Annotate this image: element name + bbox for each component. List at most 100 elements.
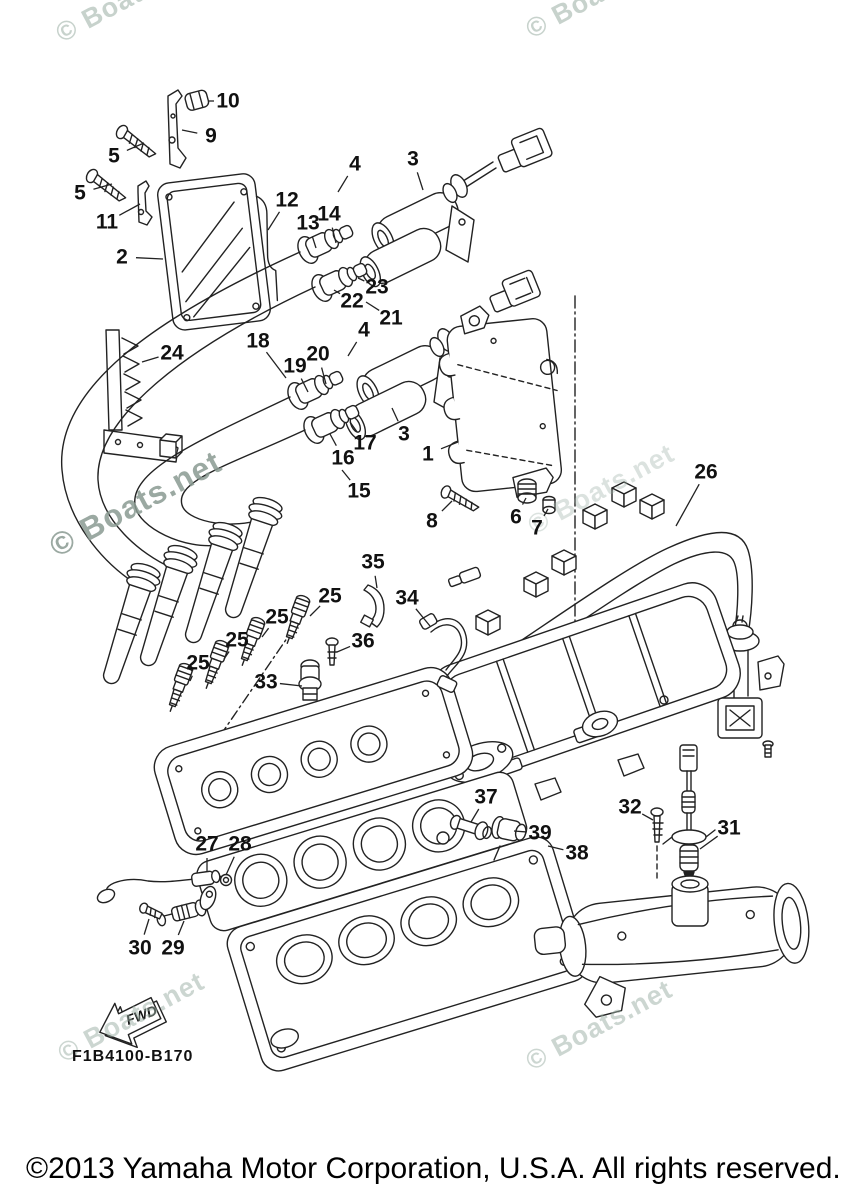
callout-leader-32 bbox=[641, 813, 654, 821]
callout-leader-39 bbox=[513, 830, 527, 833]
screw-32 bbox=[651, 808, 663, 882]
callout-leader-9 bbox=[181, 129, 198, 134]
ecu-cover bbox=[156, 171, 281, 331]
ignition-coil-top bbox=[356, 187, 474, 290]
callout-37: 37 bbox=[474, 786, 497, 809]
callout-34: 34 bbox=[395, 587, 419, 610]
bolt-30 bbox=[138, 902, 163, 919]
callout-leader-13 bbox=[311, 236, 317, 249]
coil-lead-top bbox=[440, 127, 553, 204]
sensor-boss bbox=[672, 876, 708, 926]
callout-leader-29 bbox=[177, 920, 185, 936]
callout-leader-6 bbox=[521, 497, 527, 505]
engine-block bbox=[223, 832, 592, 1075]
callout-25: 25 bbox=[186, 652, 210, 675]
water-pipe bbox=[532, 882, 816, 1023]
callout-leader-3 bbox=[416, 172, 424, 191]
callout-leader-23 bbox=[357, 277, 365, 282]
callout-4: 4 bbox=[349, 153, 361, 176]
sensor-27-28 bbox=[95, 870, 231, 905]
sender-pin bbox=[494, 846, 500, 860]
collar-7 bbox=[543, 497, 555, 514]
callout-leader-25 bbox=[223, 651, 230, 660]
callout-5: 5 bbox=[74, 182, 86, 205]
callout-29: 29 bbox=[161, 937, 184, 960]
callout-30: 30 bbox=[128, 937, 151, 960]
callout-leader-25 bbox=[189, 675, 193, 682]
screw-36 bbox=[326, 638, 338, 665]
callout-leader-16 bbox=[329, 433, 337, 446]
callout-4: 4 bbox=[358, 319, 370, 342]
callout-6: 6 bbox=[510, 506, 522, 529]
callout-leader-4 bbox=[347, 341, 358, 357]
callout-1: 1 bbox=[422, 443, 434, 466]
callout-24: 24 bbox=[160, 342, 184, 365]
thermo-sensor-33 bbox=[299, 660, 321, 700]
callout-14: 14 bbox=[317, 203, 341, 226]
callout-17: 17 bbox=[353, 432, 376, 455]
callout-leader-11 bbox=[118, 203, 141, 216]
callout-7: 7 bbox=[531, 517, 543, 540]
callout-5: 5 bbox=[108, 145, 120, 168]
callout-leader-33 bbox=[279, 682, 303, 687]
callout-3: 3 bbox=[407, 148, 419, 171]
callout-22: 22 bbox=[340, 290, 363, 313]
copyright-text: ©2013 Yamaha Motor Corporation, U.S.A. A… bbox=[26, 1152, 841, 1185]
centerline-2 bbox=[198, 612, 305, 768]
callout-leader-28 bbox=[225, 856, 235, 876]
bracket-11 bbox=[138, 181, 152, 225]
wire-holder-24 bbox=[104, 330, 182, 462]
diagram-code: F1B4100-B170 bbox=[72, 1048, 194, 1065]
grommet-6 bbox=[518, 479, 536, 503]
callout-leader-31 bbox=[699, 835, 719, 850]
callout-leader-12 bbox=[267, 211, 281, 231]
callout-leader-1 bbox=[440, 441, 459, 450]
switch-37 bbox=[448, 812, 494, 842]
callout-12: 12 bbox=[275, 189, 298, 212]
callout-9: 9 bbox=[205, 125, 217, 148]
callout-10: 10 bbox=[216, 90, 239, 113]
callout-leader-21 bbox=[365, 301, 380, 312]
callout-31: 31 bbox=[717, 817, 741, 840]
grommet-10 bbox=[184, 89, 210, 111]
callout-leader-37 bbox=[470, 808, 480, 823]
callout-leader-19 bbox=[300, 378, 309, 393]
callout-leader-22 bbox=[333, 289, 341, 295]
callout-leader-18 bbox=[265, 351, 287, 379]
callout-11: 11 bbox=[96, 211, 119, 234]
callout-21: 21 bbox=[379, 307, 403, 330]
callout-leader-15 bbox=[341, 469, 351, 481]
callout-leader-8 bbox=[441, 500, 453, 512]
callout-26: 26 bbox=[694, 461, 717, 484]
callout-leader-5 bbox=[93, 183, 113, 190]
callout-3: 3 bbox=[398, 423, 410, 446]
sender-39 bbox=[490, 815, 528, 844]
spark-plug-wires bbox=[62, 252, 315, 584]
callout-35: 35 bbox=[361, 551, 385, 574]
callout-leader-7 bbox=[543, 508, 549, 517]
callout-leader-24 bbox=[141, 356, 159, 363]
bracket-9 bbox=[168, 90, 186, 168]
callout-23: 23 bbox=[365, 276, 388, 299]
bracket-29 bbox=[197, 884, 218, 911]
callout-20: 20 bbox=[306, 343, 329, 366]
callout-leader-26 bbox=[675, 483, 700, 527]
callout-16: 16 bbox=[331, 447, 354, 470]
callout-leader-14 bbox=[331, 227, 337, 244]
callout-2: 2 bbox=[116, 246, 128, 269]
callout-18: 18 bbox=[246, 330, 270, 353]
callout-39: 39 bbox=[528, 822, 551, 845]
sensor-assembly-31 bbox=[663, 745, 715, 887]
callout-36: 36 bbox=[351, 630, 374, 653]
callout-leader-36 bbox=[336, 645, 351, 653]
callout-32: 32 bbox=[618, 796, 641, 819]
callout-19: 19 bbox=[283, 355, 306, 378]
sub-lead-34 bbox=[419, 613, 467, 694]
callout-leader-25 bbox=[261, 627, 270, 638]
callout-leader-17 bbox=[349, 421, 358, 432]
callout-leader-35 bbox=[374, 575, 378, 589]
callout-leader-5 bbox=[126, 142, 145, 152]
